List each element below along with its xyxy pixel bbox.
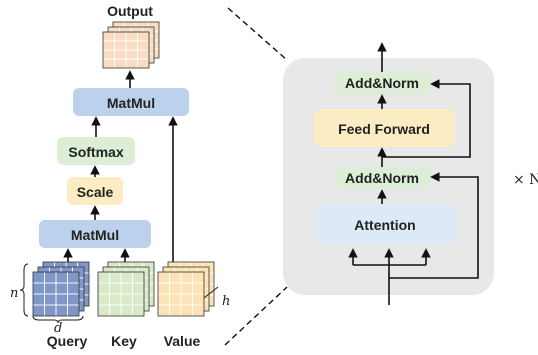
zoom-line-top — [227, 7, 288, 61]
attention-label: Attention — [354, 217, 415, 233]
scale-box — [67, 177, 123, 205]
add-norm-top-box — [334, 72, 430, 94]
residual-feed-forward — [382, 79, 471, 158]
value-grid-layer-3 — [157, 271, 205, 317]
matmul-top-box — [73, 88, 189, 116]
output-tensor-stack — [102, 21, 160, 69]
value-grid-layer-outline — [157, 271, 205, 317]
scale-label: Scale — [77, 184, 114, 200]
matmul-top-label: MatMul — [107, 95, 155, 111]
dim-h-label: h — [222, 294, 230, 309]
matmul-bottom-box — [39, 220, 151, 248]
add-norm-bottom-label: Add&Norm — [345, 170, 419, 186]
key-grid-layer-outline — [97, 271, 145, 317]
query-grid-layer-3 — [32, 271, 80, 317]
softmax-label: Softmax — [68, 144, 123, 160]
repeat-label: × N — [513, 172, 538, 188]
dim-n-label: n — [10, 286, 18, 301]
d-brace — [32, 315, 84, 324]
output-label: Output — [107, 3, 153, 19]
residual-attention — [389, 172, 479, 279]
add-norm-bottom-box — [334, 167, 430, 189]
query-grid-layer-outline — [32, 271, 80, 317]
zoom-line-bottom — [224, 286, 288, 346]
add-norm-top-label: Add&Norm — [345, 75, 419, 91]
query-tensor-stack — [32, 261, 90, 317]
value-tensor-stack — [157, 261, 215, 317]
value-label: Value — [164, 333, 201, 349]
feed-forward-box — [314, 109, 455, 147]
output-grid-layer-outline — [102, 31, 150, 69]
n-brace — [19, 263, 29, 317]
dim-d-label: d — [54, 321, 62, 336]
matmul-bottom-label: MatMul — [71, 227, 119, 243]
query-label: Query — [47, 333, 88, 349]
attention-box — [315, 204, 456, 245]
key-grid-layer-3 — [97, 271, 145, 317]
h-marker — [203, 286, 219, 299]
key-label: Key — [111, 333, 137, 349]
feed-forward-label: Feed Forward — [338, 121, 430, 137]
key-tensor-stack — [97, 261, 155, 317]
softmax-box — [57, 137, 135, 165]
output-grid-layer-3 — [102, 31, 150, 69]
